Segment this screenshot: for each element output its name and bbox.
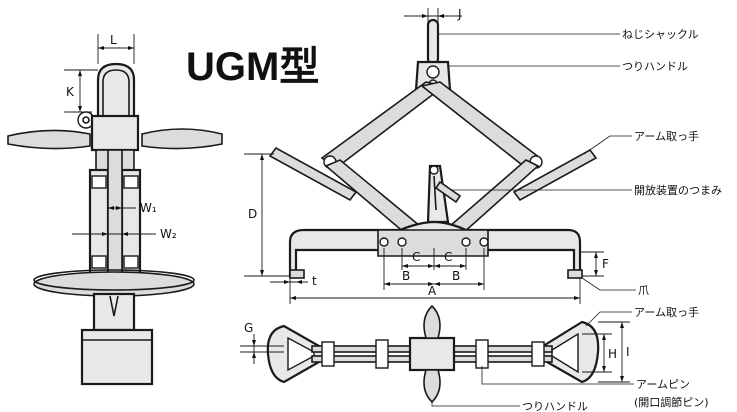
label-arm-handle-2: アーム取っ手: [634, 305, 699, 319]
dim-J-label: J: [457, 7, 462, 21]
side-lifting-handle: [96, 62, 136, 128]
dim-t-label: t: [312, 274, 317, 288]
front-claw-right: [567, 269, 583, 279]
front-screw-shackle: [426, 18, 440, 66]
dim-L-label: L: [110, 33, 117, 47]
dim-G: G: [240, 321, 284, 364]
dim-A: A: [289, 278, 581, 304]
dim-D: D: [244, 153, 290, 277]
label-lifting-handle: つりハンドル: [622, 60, 688, 73]
front-opening-knob: [426, 164, 450, 224]
dim-W1-label: W₁: [140, 201, 157, 215]
side-load-block: [80, 328, 154, 386]
dim-B-right: B: [452, 269, 460, 283]
dim-F: F: [580, 251, 609, 277]
side-arm-handle-left: [7, 129, 91, 150]
dim-C-right: C: [444, 250, 452, 264]
dim-F-label: F: [602, 257, 609, 271]
dim-C-B: C C B B: [383, 248, 485, 290]
dim-B-left: B: [402, 269, 410, 283]
side-view: [7, 62, 223, 386]
dim-W2-label: W₂: [160, 227, 177, 241]
label-arm-pin-note: (開口調節ピン): [634, 395, 709, 409]
dim-H: H: [582, 333, 617, 373]
model-title: UGM型: [186, 45, 319, 89]
dim-H-label: H: [608, 347, 617, 361]
side-flange: [33, 271, 195, 297]
top-lifting-handle: [423, 304, 441, 339]
front-arm-handle-right: [512, 148, 598, 202]
dim-W1: W₁: [108, 201, 157, 215]
dim-K-label: K: [66, 85, 75, 99]
label-arm-handle: アーム取っ手: [634, 129, 699, 143]
top-view: [266, 304, 600, 404]
side-pivot-block: [90, 114, 140, 152]
label-opening-knob: 開放装置のつまみ: [634, 183, 722, 197]
dim-C-left: C: [412, 250, 420, 264]
dim-J: J: [404, 7, 462, 26]
dim-I: I: [598, 321, 630, 383]
front-view: [268, 18, 598, 279]
dim-t: t: [270, 274, 317, 288]
dim-K: K: [64, 69, 98, 113]
side-arm-handle-right: [141, 128, 223, 150]
dim-I-label: I: [626, 345, 630, 359]
label-lifting-handle-2: つりハンドル: [522, 400, 588, 412]
front-claw-left: [289, 269, 305, 279]
front-link-right: [420, 81, 542, 170]
dim-G-label: G: [244, 321, 253, 335]
front-link-left: [320, 81, 446, 169]
leader-lines: [431, 33, 636, 407]
label-screw-shackle: ねじシャックル: [622, 28, 699, 41]
dim-W2: W₂: [72, 227, 177, 241]
label-arm-pin: アームピン: [636, 378, 690, 391]
dim-D-label: D: [248, 207, 257, 221]
top-center-body: [408, 336, 456, 372]
dim-A-label: A: [428, 284, 437, 298]
dim-L: L: [97, 33, 135, 64]
label-claw: 爪: [638, 284, 649, 297]
